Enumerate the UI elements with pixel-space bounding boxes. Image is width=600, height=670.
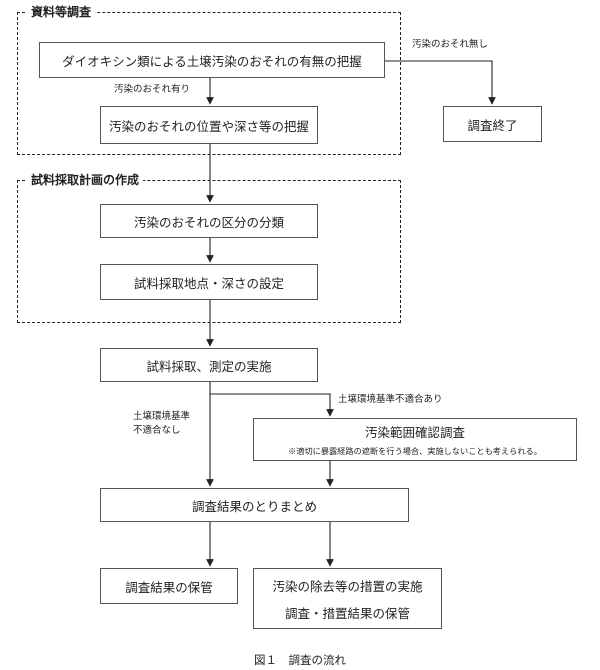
research-group [17,12,401,155]
box-removal-subtext: 調査・措置結果の保管 [284,605,410,621]
label-exceed: 土壌環境基準不適合あり [338,394,443,405]
box-set-points: 試料採取地点・深さの設定 [100,264,318,300]
box-range-survey: 汚染範囲確認調査 ※適切に暴露経路の遮断を行う場合、実施しないことも考えられる。 [253,418,577,461]
box-summary-text: 調査結果のとりまとめ [191,498,317,514]
box-grasp-position-text: 汚染のおそれの位置や深さ等の把握 [108,118,309,134]
plan-group-label: 試料採取計画の作成 [27,173,144,187]
plan-group [17,180,401,323]
box-storage: 調査結果の保管 [100,568,238,604]
edge-presence-to-end [385,60,496,105]
box-classify-text: 汚染のおそれの区分の分類 [133,214,284,230]
research-group-label: 資料等調査 [27,5,96,19]
box-survey-end: 調査終了 [443,106,542,142]
figure-caption: 図１ 調査の流れ [254,653,346,667]
edge-sampling-to-range [210,393,334,417]
box-grasp-presence: ダイオキシン類による土壌汚染のおそれの有無の把握 [39,42,385,78]
box-summary: 調査結果のとりまとめ [100,488,409,522]
box-range-survey-text: 汚染範囲確認調査 [364,425,465,440]
label-risk: 汚染のおそれ有り [114,84,191,95]
box-removal-text: 汚染の除去等の措置の実施 [272,578,423,594]
box-grasp-presence-text: ダイオキシン類による土壌汚染のおそれの有無の把握 [62,53,362,69]
box-survey-end-text: 調査終了 [467,117,518,133]
label-compliant-line2: 不適合なし [133,425,181,436]
box-sampling: 試料採取、測定の実施 [100,348,318,382]
label-no-risk: 汚染のおそれ無し [412,39,489,50]
box-sampling-text: 試料採取、測定の実施 [146,358,272,374]
box-removal: 汚染の除去等の措置の実施 調査・措置結果の保管 [253,568,442,629]
box-range-survey-note: ※適切に暴露経路の遮断を行う場合、実施しないことも考えられる。 [288,446,542,456]
box-grasp-position: 汚染のおそれの位置や深さ等の把握 [100,106,318,144]
box-storage-text: 調査結果の保管 [125,579,213,595]
label-compliant-line1: 土壌環境基準 [133,411,191,422]
box-set-points-text: 試料採取地点・深さの設定 [133,275,284,291]
box-classify: 汚染のおそれの区分の分類 [100,204,318,238]
